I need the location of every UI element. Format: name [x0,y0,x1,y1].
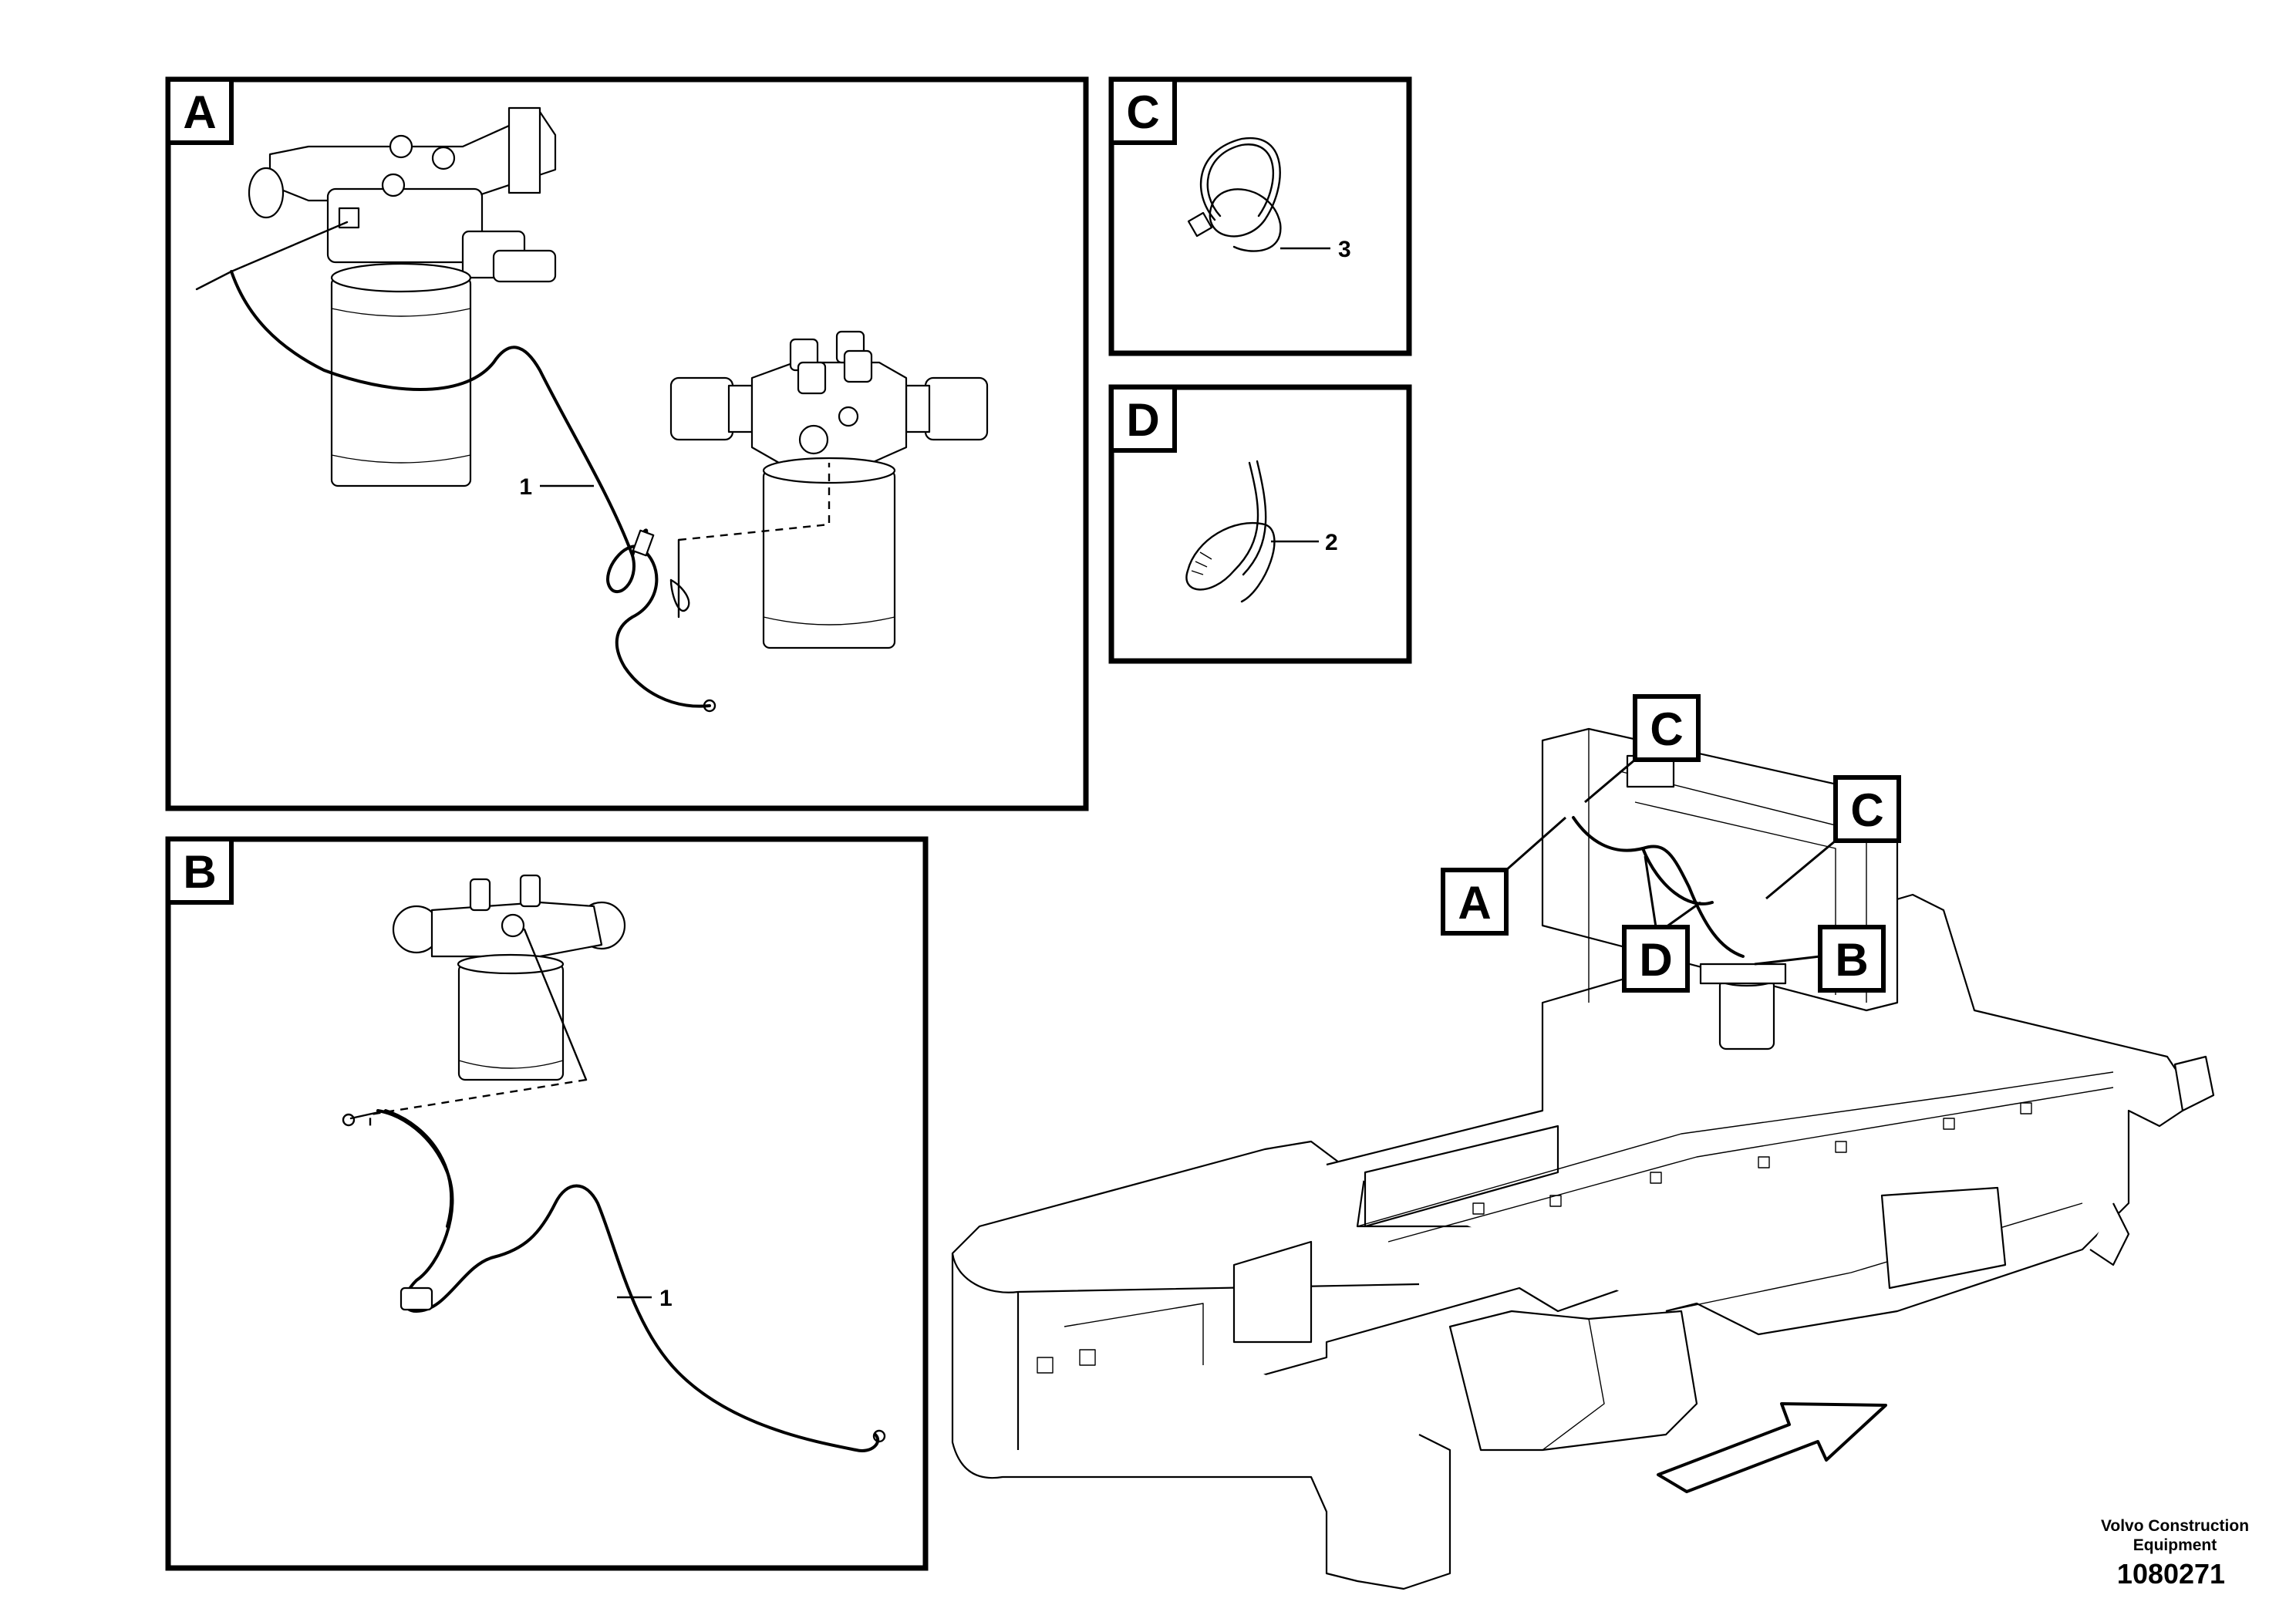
fuel-filter-left [248,106,557,487]
wiring-harness-b: 1 [342,928,886,1452]
panel-c: C 3 [1108,76,1412,356]
cable-tie-open: 2 [1185,460,1338,603]
company-name-line2: Equipment [2133,1536,2217,1554]
part-number-c: 3 [1338,237,1351,262]
svg-text:C: C [1850,784,1883,836]
svg-text:C: C [1650,703,1683,755]
overview-callout-c-top: C [1584,694,1701,804]
svg-text:A: A [1458,877,1491,929]
panel-a: A [165,76,1089,811]
overview-callout-b: B [1754,925,1886,993]
svg-text:B: B [1835,934,1868,986]
panel-a-label: A [183,86,216,138]
part-number-b: 1 [659,1286,673,1311]
part-number-d: 2 [1325,530,1338,555]
company-name-line1: Volvo Construction [2101,1517,2249,1535]
frame-holes [1037,1102,2032,1374]
machine-frame-overview [951,727,2215,1590]
fuel-filter-right [669,330,989,649]
panel-b-label: B [183,846,216,898]
drawing-number: 1080271 [2117,1558,2225,1590]
wiring-harness-a: 1 [195,221,831,713]
fuel-filter-b [392,874,626,1081]
overview-callout-a: A [1441,816,1566,936]
panel-c-label: C [1126,86,1159,138]
overview-callout-c-right: C [1765,775,1901,900]
overview-callout-d: D [1622,855,1701,993]
svg-text:D: D [1639,934,1672,986]
panel-b: B 1 [165,836,929,1571]
cable-tie-closed: 3 [1187,137,1351,262]
footer-block: Volvo Construction Equipment 1080271 [2101,1517,2249,1590]
panel-d: D 2 [1108,384,1412,664]
part-number-a: 1 [519,474,532,500]
panel-d-label: D [1126,394,1159,446]
